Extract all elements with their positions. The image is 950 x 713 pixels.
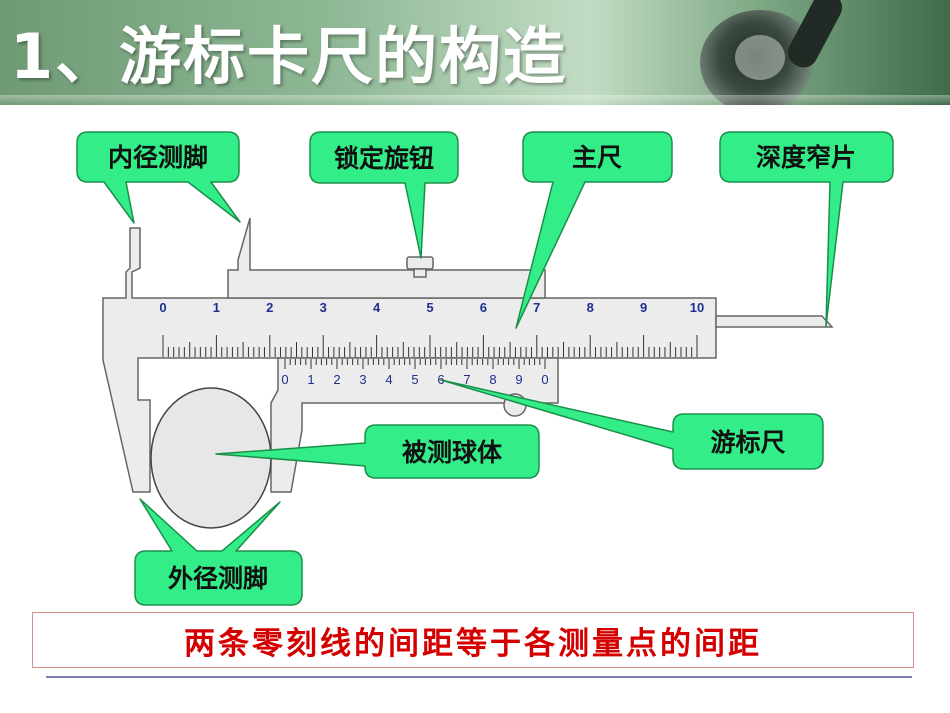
vernier-scale-number: 9 bbox=[515, 372, 522, 387]
vernier-scale-number: 3 bbox=[359, 372, 366, 387]
main-scale-number: 2 bbox=[266, 300, 273, 315]
vernier-scale-number: 0 bbox=[281, 372, 288, 387]
label-inner-jaw: 内径测脚 bbox=[108, 143, 208, 172]
vernier-scale-number: 1 bbox=[307, 372, 314, 387]
vernier-scale-ticks bbox=[284, 359, 546, 369]
label-outer-jaw: 外径测脚 bbox=[168, 564, 268, 593]
main-scale-number: 6 bbox=[480, 300, 487, 315]
callouts bbox=[76, 131, 894, 606]
depth-blade bbox=[715, 315, 834, 328]
bottom-divider bbox=[46, 676, 912, 678]
label-object: 被测球体 bbox=[402, 438, 503, 467]
measured-ball bbox=[150, 387, 272, 529]
vernier-scale-number: 2 bbox=[333, 372, 340, 387]
main-scale-number: 1 bbox=[213, 300, 220, 315]
note-text: 两条零刻线的间距等于各测量点的间距 bbox=[184, 625, 762, 662]
callout-outer-jaw-shape bbox=[134, 498, 303, 606]
callout-main-scale-shape bbox=[515, 131, 673, 329]
label-vernier: 游标尺 bbox=[710, 428, 785, 457]
label-main-scale: 主尺 bbox=[572, 143, 622, 172]
main-scale-number: 8 bbox=[587, 300, 594, 315]
callout-lock-knob-shape bbox=[309, 131, 459, 259]
vernier-scale-number: 7 bbox=[463, 372, 470, 387]
vernier-scale-number: 8 bbox=[489, 372, 496, 387]
vernier-scale-number: 0 bbox=[541, 372, 548, 387]
header-banner bbox=[0, 0, 950, 105]
vernier-scale-number: 5 bbox=[411, 372, 418, 387]
label-depth-blade: 深度窄片 bbox=[756, 143, 856, 172]
main-scale-number: 7 bbox=[533, 300, 540, 315]
main-scale-number: 4 bbox=[373, 300, 381, 315]
note-box: 两条零刻线的间距等于各测量点的间距 bbox=[32, 612, 914, 668]
lock-knob-stem bbox=[413, 268, 427, 278]
header-sheen bbox=[0, 95, 950, 105]
lock-knob-cap bbox=[406, 256, 434, 270]
vernier-slider bbox=[227, 217, 546, 299]
main-scale-ticks bbox=[162, 335, 698, 357]
callout-vernier-shape bbox=[440, 379, 824, 470]
stethoscope-highlight bbox=[735, 35, 785, 80]
main-beam-and-fixed-jaw bbox=[102, 227, 717, 493]
callout-object-shape bbox=[215, 424, 540, 479]
callout-depth-blade-shape bbox=[719, 131, 894, 327]
main-scale-number: 5 bbox=[426, 300, 433, 315]
vernier-scale-number: 4 bbox=[385, 372, 392, 387]
callout-inner-jaw-shape bbox=[76, 131, 241, 224]
main-scale-numbers: 0 1 2 3 4 5 6 7 8 9 10 bbox=[159, 300, 704, 315]
slide-title: 1、游标卡尺的构造 bbox=[10, 20, 568, 93]
main-scale-number: 3 bbox=[320, 300, 327, 315]
main-scale-number: 10 bbox=[690, 300, 704, 315]
label-lock-knob: 锁定旋钮 bbox=[334, 144, 434, 173]
main-scale-number: 0 bbox=[159, 300, 166, 315]
main-scale-number: 9 bbox=[640, 300, 647, 315]
